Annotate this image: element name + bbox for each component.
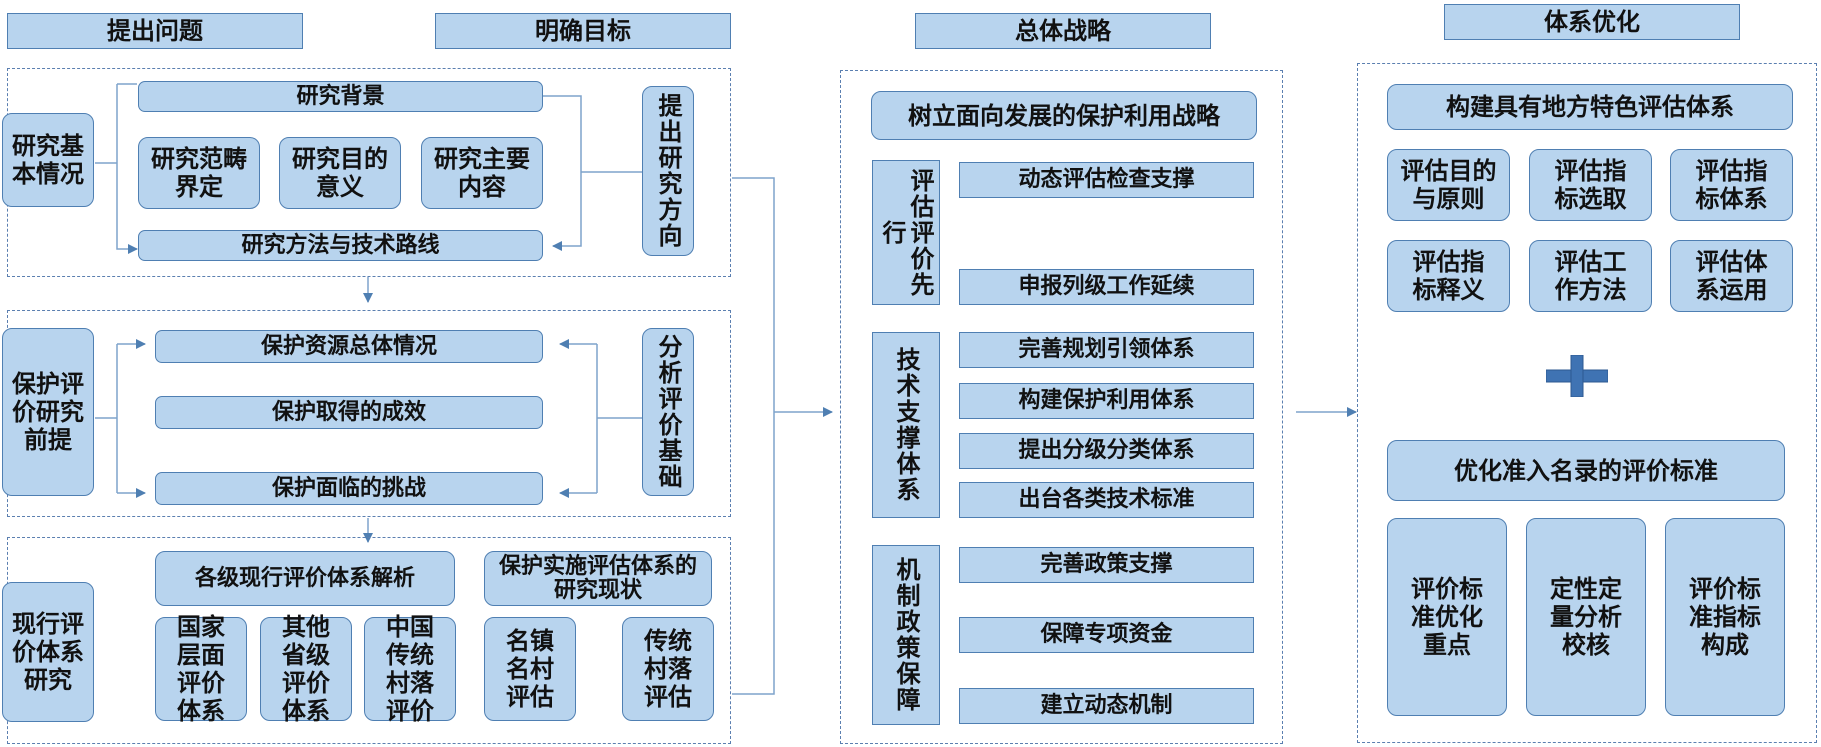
optimize-grid-6: 评估体系运用 — [1670, 240, 1793, 312]
panel-optimize — [1357, 63, 1817, 743]
current-system-label: 现行评价体系研究 — [2, 582, 94, 722]
strategy-tech-item-2: 构建保护利用体系 — [959, 383, 1254, 419]
header-clarify-goal: 明确目标 — [435, 13, 731, 49]
research-basic-label: 研究基本情况 — [2, 113, 94, 207]
famous-town-eval: 名镇名村评估 — [484, 617, 576, 721]
header-raise-problem: 提出问题 — [7, 13, 303, 49]
strategy-group-policy: 机制政策保障 — [872, 545, 940, 725]
header-overall-strategy: 总体战略 — [915, 13, 1211, 49]
strategy-tech-item-4: 出台各类技术标准 — [959, 482, 1254, 518]
strategy-policy-item-3: 建立动态机制 — [959, 688, 1254, 724]
strategy-tech-item-3: 提出分级分类体系 — [959, 433, 1254, 469]
research-background: 研究背景 — [138, 81, 543, 112]
group1-title: 各级现行评价体系解析 — [155, 551, 455, 606]
resource-overview: 保护资源总体情况 — [155, 330, 543, 363]
optimize-title-2: 优化准入名录的评价标准 — [1387, 440, 1785, 501]
optimize-bottom-3: 评价标准指标构成 — [1665, 518, 1785, 716]
optimize-grid-2: 评估指标选取 — [1529, 149, 1652, 221]
protection-challenges: 保护面临的挑战 — [155, 472, 543, 505]
protection-premise-label: 保护评价研究前提 — [2, 328, 94, 496]
protection-results: 保护取得的成效 — [155, 396, 543, 429]
national-system: 国家层面评价体系 — [155, 613, 247, 725]
traditional-village-eval: 传统村落评估 — [622, 617, 714, 721]
analysis-basis-label: 分析评价基础 — [642, 328, 694, 496]
china-village-system: 中国传统村落评价 — [364, 613, 456, 725]
strategy-eval-item-1: 动态评估检查支撑 — [959, 162, 1254, 198]
strategy-eval-item-2: 申报列级工作延续 — [959, 269, 1254, 305]
research-content: 研究主要内容 — [421, 137, 543, 209]
strategy-policy-item-2: 保障专项资金 — [959, 617, 1254, 653]
strategy-policy-item-1: 完善政策支撑 — [959, 547, 1254, 583]
group2-title: 保护实施评估体系的研究现状 — [484, 551, 712, 606]
panel-strategy — [840, 70, 1283, 744]
optimize-grid-4: 评估指标释义 — [1387, 240, 1510, 312]
plus-icon — [1545, 354, 1609, 398]
optimize-bottom-2: 定性定量分析校核 — [1526, 518, 1646, 716]
strategy-tech-item-1: 完善规划引领体系 — [959, 332, 1254, 368]
strategy-group-eval: 评估评价先行 — [872, 160, 940, 305]
optimize-bottom-1: 评价标准优化重点 — [1387, 518, 1507, 716]
provincial-system: 其他省级评价体系 — [260, 613, 352, 725]
research-scope: 研究范畴界定 — [138, 137, 260, 209]
research-method: 研究方法与技术路线 — [138, 230, 543, 261]
research-direction-label: 提出研究方向 — [642, 86, 694, 256]
optimize-grid-5: 评估工作方法 — [1529, 240, 1652, 312]
strategy-group-tech: 技术支撑体系 — [872, 332, 940, 518]
header-system-optimize: 体系优化 — [1444, 4, 1740, 40]
optimize-grid-1: 评估目的与原则 — [1387, 149, 1510, 221]
strategy-top: 树立面向发展的保护利用战略 — [871, 91, 1257, 140]
optimize-title-1: 构建具有地方特色评估体系 — [1387, 84, 1793, 130]
research-purpose: 研究目的意义 — [279, 137, 401, 209]
optimize-grid-3: 评估指标体系 — [1670, 149, 1793, 221]
